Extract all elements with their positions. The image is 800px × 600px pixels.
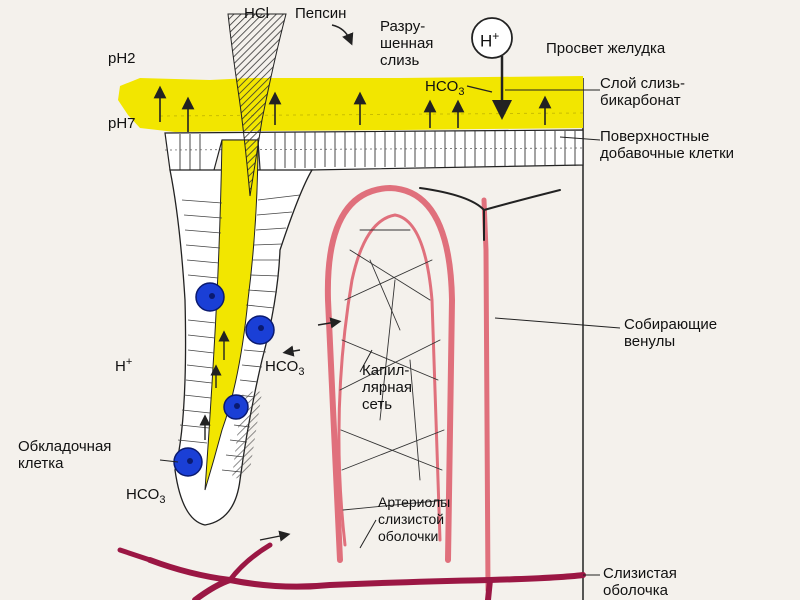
capillary-network — [324, 184, 561, 593]
label-arterioles-line3: оболочки — [378, 528, 439, 544]
label-parietal-cell: Обкладочная клетка — [18, 438, 111, 472]
parietal-cell-nuclei — [173, 282, 275, 477]
label-arterioles-line2: слизистой — [378, 511, 445, 527]
label-arterioles: Артериолы слизистой оболочки — [378, 494, 450, 545]
label-surface-cells-line1: Поверхностные — [600, 128, 710, 145]
bicarbonate-arrows — [153, 85, 552, 132]
label-ph7: pH7 — [108, 115, 136, 132]
label-surface-cells-line2: добавочные клетки — [600, 145, 735, 162]
label-ph2: pH2 — [108, 50, 136, 67]
label-arterioles-line1: Артериолы — [378, 494, 451, 510]
label-capillary-line1: Капил- — [362, 362, 410, 379]
label-mucosa-line1: Слизистая — [603, 565, 677, 582]
label-venules: Собирающие венулы — [624, 316, 717, 350]
label-degraded-mucus-line1: Разру- — [380, 18, 426, 35]
label-parietal-line2: клетка — [18, 455, 64, 472]
h-plus-circle — [471, 17, 513, 59]
label-surface-cells: Поверхностные добавочные клетки — [600, 128, 734, 162]
label-leader-lines — [159, 89, 621, 576]
mucus-bicarbonate-layer — [118, 76, 584, 132]
label-degraded-mucus: Разру- шенная слизь — [380, 18, 433, 69]
mucosal-arterioles — [117, 542, 586, 600]
gland-ion-arrows — [199, 317, 342, 542]
hcl-secretion-cone — [227, 13, 287, 197]
label-h-plus-gland: H+ — [115, 356, 133, 375]
label-pepsin: Пепсин — [295, 5, 347, 22]
label-venules-line1: Собирающие — [624, 316, 718, 333]
label-parietal-line1: Обкладочная — [18, 438, 112, 455]
label-capillary-line2: лярная — [362, 379, 412, 396]
pepsin-arrow — [331, 24, 354, 46]
label-capillary: Капил- лярная сеть — [362, 362, 412, 413]
capillary-loop-outer — [324, 184, 456, 563]
label-hco3-mucus: HCO3 — [425, 78, 465, 98]
label-mucus-layer-line1: Слой слизь- — [600, 75, 685, 92]
label-hco3-gland: HCO3 — [265, 358, 305, 378]
hco3-pointer — [466, 85, 493, 93]
label-h-plus-top: H+ — [480, 29, 500, 51]
label-hco3-bottom: HCO3 — [126, 486, 166, 506]
capillary-loop-inner — [337, 213, 442, 547]
label-mucus-layer-line2: бикарбонат — [600, 92, 681, 109]
label-venules-line2: венулы — [624, 333, 676, 350]
label-hcl: HCl — [244, 5, 269, 22]
label-degraded-mucus-line3: слизь — [380, 52, 420, 69]
label-degraded-mucus-line2: шенная — [380, 35, 434, 52]
label-capillary-line3: сеть — [362, 396, 393, 413]
label-lumen: Просвет желудка — [546, 40, 666, 57]
label-mucosa-line2: оболочка — [603, 582, 668, 599]
label-mucosa: Слизистая оболочка — [603, 565, 677, 599]
label-mucus-layer: Слой слизь- бикарбонат — [600, 75, 685, 109]
